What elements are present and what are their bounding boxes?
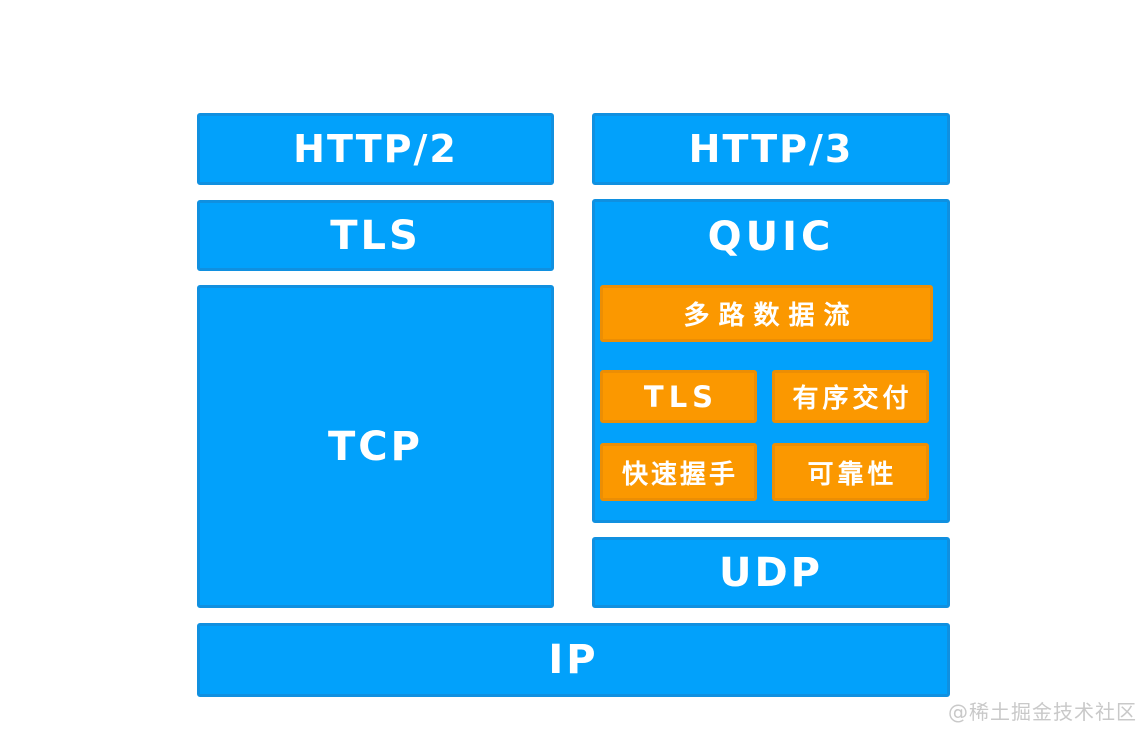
quic-feature-reliability-box: 可靠性 [772, 443, 929, 501]
quic-feature-multiplex-box: 多路数据流 [600, 285, 933, 342]
http2-label: HTTP/2 [293, 127, 458, 171]
quic-label: QUIC [707, 214, 835, 260]
ip-label: IP [548, 637, 599, 683]
tcp-layer-box: TCP [197, 285, 554, 608]
quic-feature-ordered-delivery-box: 有序交付 [772, 370, 929, 423]
watermark-text: @稀土掘金技术社区 [948, 700, 1137, 724]
quic-feature-fast-handshake-box: 快速握手 [600, 443, 757, 501]
quic-feature-multiplex-label: 多路数据流 [683, 301, 859, 331]
http3-label: HTTP/3 [688, 127, 854, 171]
tcp-label: TCP [328, 423, 423, 470]
quic-layer-box: QUIC 多路数据流 TLS 有序交付 快速握手 可靠性 [592, 199, 950, 523]
udp-label: UDP [719, 549, 823, 596]
quic-feature-fast-handshake-label: 快速握手 [621, 459, 738, 490]
quic-feature-ordered-delivery-label: 有序交付 [792, 384, 913, 414]
http2-layer-box: HTTP/2 [197, 113, 554, 185]
udp-layer-box: UDP [592, 537, 950, 608]
http3-layer-box: HTTP/3 [592, 113, 950, 185]
quic-feature-reliability-label: 可靠性 [807, 459, 898, 490]
quic-feature-tls-label: TLS [643, 379, 719, 414]
ip-layer-box: IP [197, 623, 950, 697]
tls-layer-box: TLS [197, 200, 554, 271]
tls-label: TLS [330, 212, 421, 259]
quic-feature-tls-box: TLS [600, 370, 757, 423]
